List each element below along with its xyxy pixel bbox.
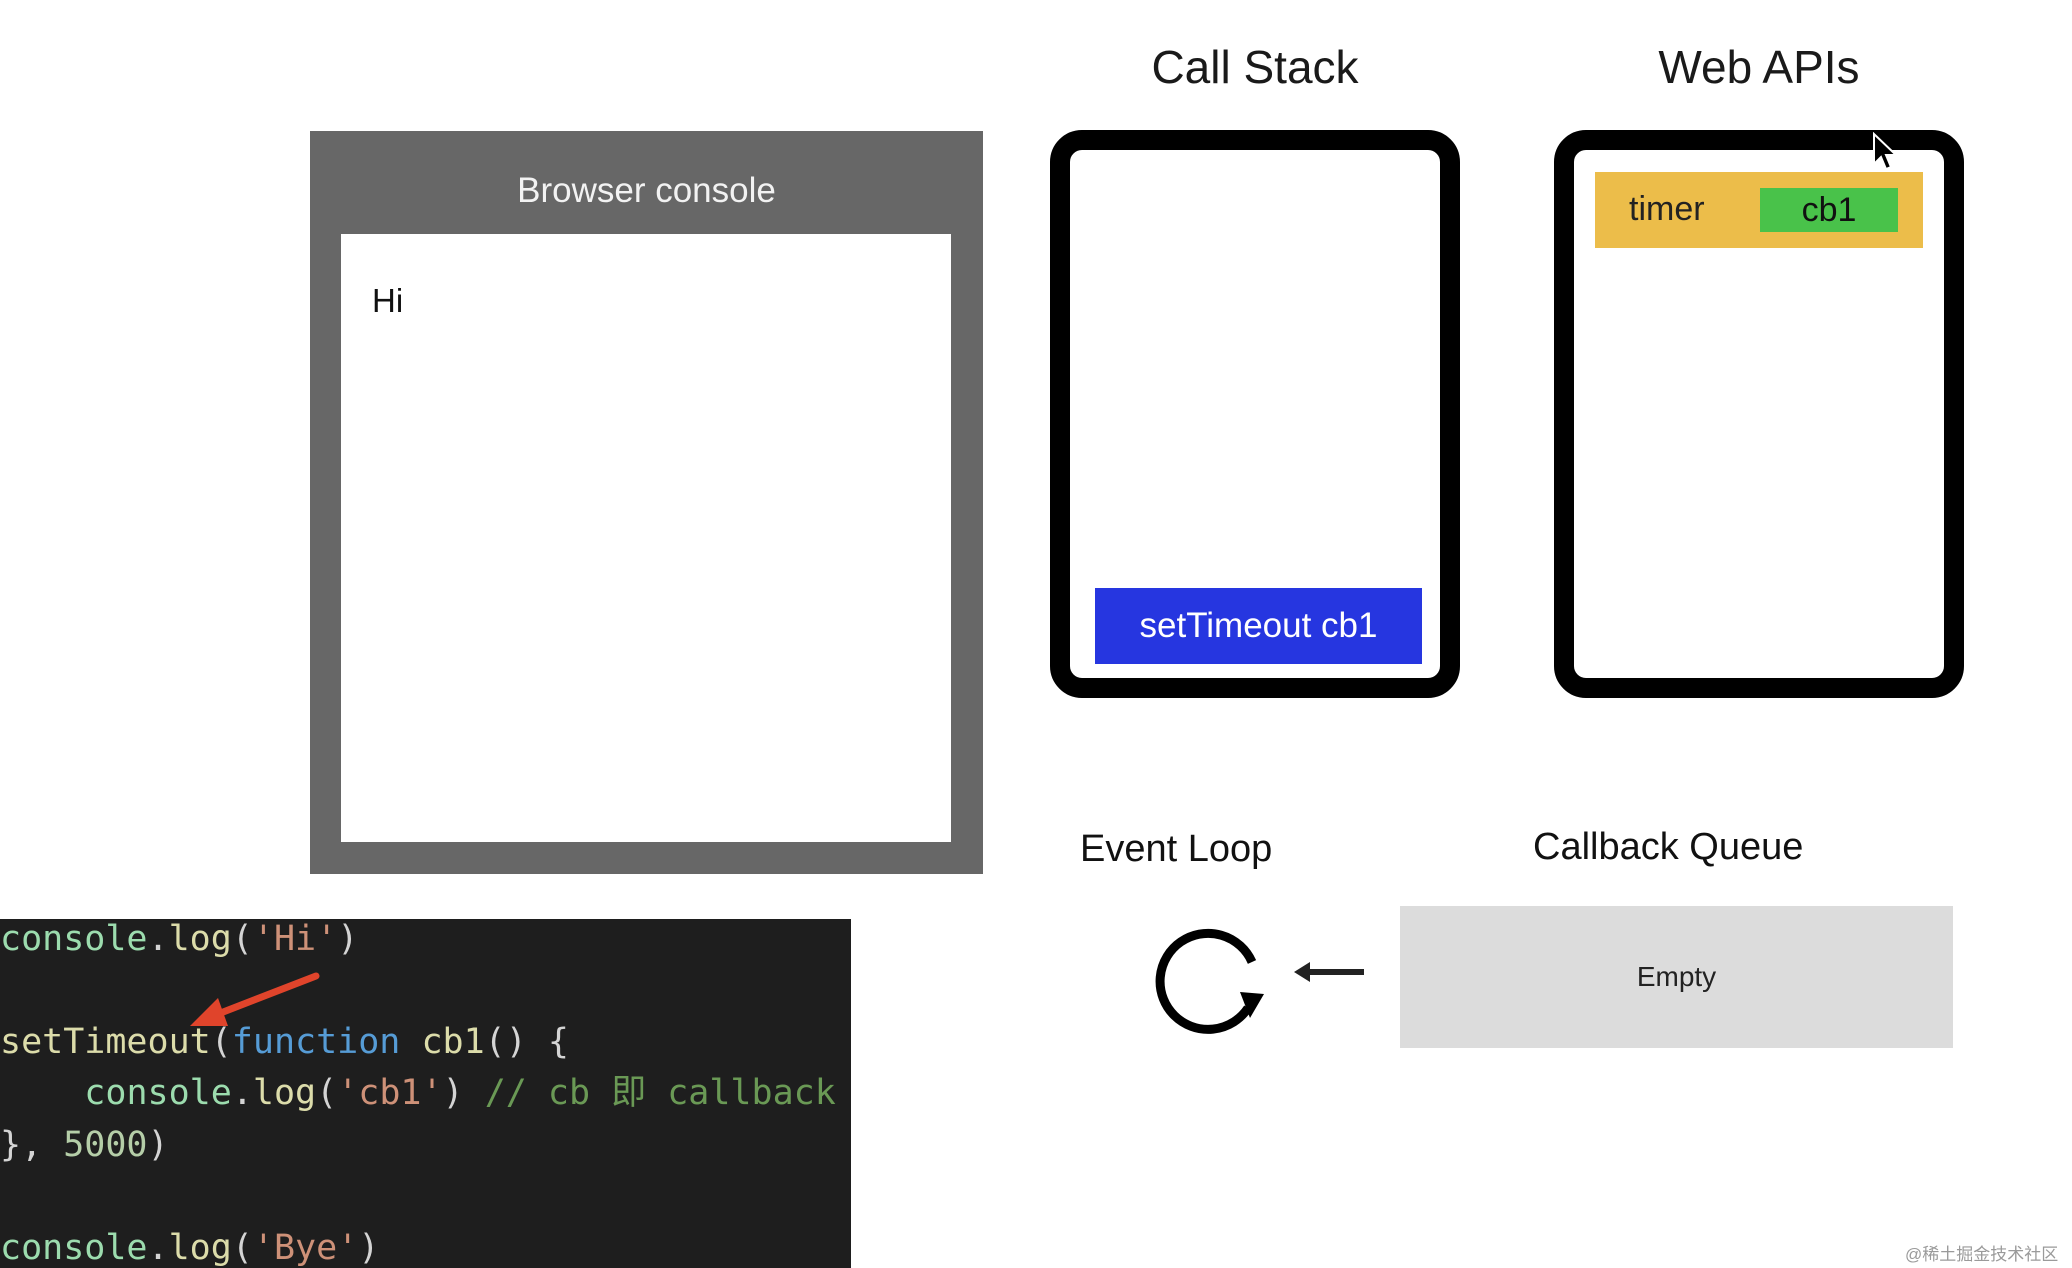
- code-line: console.log('Hi'): [0, 919, 359, 959]
- web-apis-title: Web APIs: [1658, 41, 1860, 93]
- watermark: @稀土掘金技术社区: [1905, 1245, 2059, 1264]
- left-arrow-icon: [1294, 962, 1364, 982]
- code-line: setTimeout(function cb1() {: [0, 1022, 569, 1062]
- callback-queue-box: Empty: [1400, 906, 1953, 1048]
- console-title: Browser console: [517, 171, 776, 210]
- code-line: console.log('Bye'): [0, 1228, 380, 1268]
- loop-icon: [1155, 928, 1264, 1034]
- code-line: console.log('cb1') // cb 即 callback: [84, 1073, 836, 1113]
- code-line: }, 5000): [0, 1125, 169, 1165]
- console-output-line: Hi: [372, 282, 404, 319]
- callback-queue-content: Empty: [1636, 961, 1717, 992]
- code-editor: console.log('Hi') setTimeout(function cb…: [0, 919, 851, 1268]
- timer-entry: timer cb1: [1595, 172, 1923, 248]
- event-loop-title: Event Loop: [1080, 828, 1273, 870]
- call-stack-title: Call Stack: [1151, 41, 1359, 93]
- annotation-arrow-icon: [190, 972, 320, 1026]
- browser-console: Browser console Hi: [310, 131, 983, 874]
- callback-queue-title: Callback Queue: [1533, 826, 1804, 868]
- mouse-cursor-icon: [1873, 132, 1899, 171]
- call-stack-item: setTimeout cb1: [1095, 588, 1422, 664]
- timer-label: timer: [1629, 190, 1705, 228]
- console-output-area: Hi: [341, 234, 951, 842]
- timer-callback: cb1: [1760, 188, 1898, 232]
